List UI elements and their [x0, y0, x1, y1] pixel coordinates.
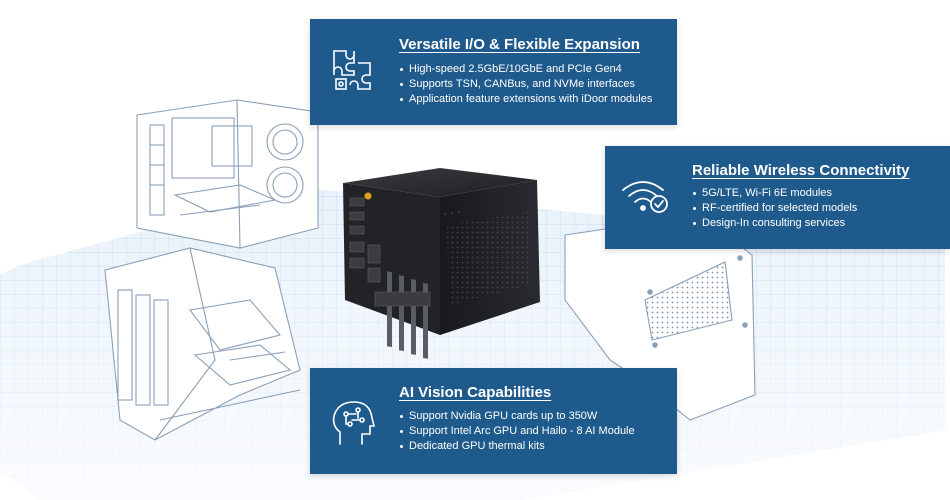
list-item: Supports TSN, CANBus, and NVMe interface… — [399, 77, 652, 92]
feature-card-wireless: Reliable Wireless Connectivity 5G/LTE, W… — [605, 146, 950, 249]
list-item: Application feature extensions with iDoo… — [399, 92, 652, 107]
card-title: AI Vision Capabilities — [399, 384, 552, 401]
feature-card-io: Versatile I/O & Flexible Expansion High-… — [310, 19, 677, 125]
list-item: Support Nvidia GPU cards up to 350W — [399, 409, 635, 424]
card-title: Reliable Wireless Connectivity — [692, 162, 910, 179]
card-title: Versatile I/O & Flexible Expansion — [399, 36, 640, 53]
list-item: Design-In consulting services — [692, 216, 857, 231]
list-item: Dedicated GPU thermal kits — [399, 439, 635, 454]
wifi-check-icon — [619, 176, 673, 221]
expansion-sketch-bottom-left — [104, 247, 301, 441]
chassis-sketch-top-left — [136, 99, 319, 249]
puzzle-icon — [328, 45, 378, 100]
ai-head-icon — [330, 398, 376, 453]
list-item: Support Intel Arc GPU and Hailo - 8 AI M… — [399, 424, 635, 439]
list-item: High-speed 2.5GbE/10GbE and PCIe Gen4 — [399, 62, 652, 77]
feature-list: Support Nvidia GPU cards up to 350W Supp… — [399, 409, 635, 454]
feature-list: 5G/LTE, Wi-Fi 6E modules RF-certified fo… — [692, 186, 857, 231]
feature-card-ai: AI Vision Capabilities Support Nvidia GP… — [310, 368, 677, 474]
list-item: 5G/LTE, Wi-Fi 6E modules — [692, 186, 857, 201]
feature-list: High-speed 2.5GbE/10GbE and PCIe Gen4 Su… — [399, 62, 652, 107]
list-item: RF-certified for selected models — [692, 201, 857, 216]
edge-computer-device — [343, 168, 540, 359]
side-panel-sketch — [564, 214, 756, 421]
